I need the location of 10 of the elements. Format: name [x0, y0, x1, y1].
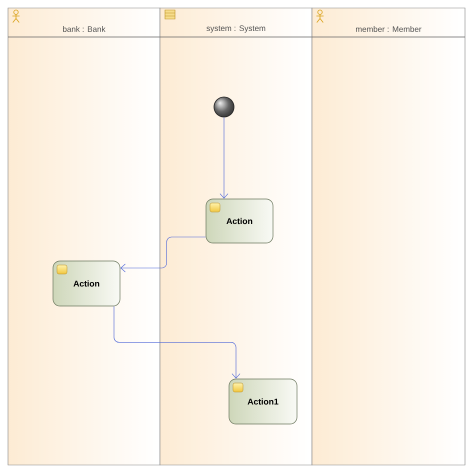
start-circle: [214, 96, 234, 118]
lane-title: bank : Bank: [63, 26, 106, 32]
action-box: Action1: [228, 378, 298, 424]
arrow: [220, 117, 228, 199]
lane-title: member : Member: [356, 26, 422, 32]
action-box: Action: [52, 260, 120, 306]
action-box: Action: [206, 198, 274, 244]
lane-title: system : System: [206, 25, 266, 33]
arrow: [120, 236, 206, 272]
arrow: [114, 306, 240, 379]
